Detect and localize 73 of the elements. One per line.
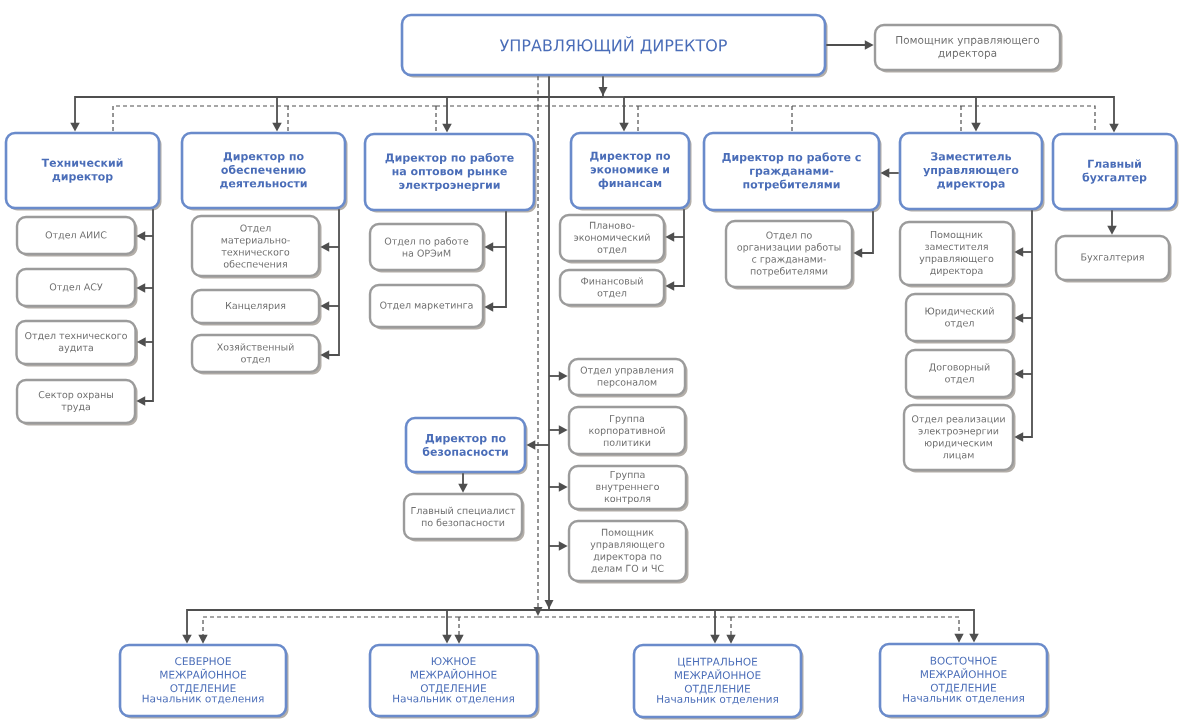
unit-box: Группа внутреннего контроля — [567, 464, 689, 512]
title-box: УПРАВЛЯЮЩИЙ ДИРЕКТОР — [400, 13, 828, 78]
connector-line — [458, 616, 539, 618]
unit-box: Финансовый отдел — [558, 268, 667, 308]
connector-line — [548, 444, 550, 488]
unit-box: Отдел маркетинга — [368, 283, 486, 330]
unit-box: Помощник управляющего директора — [873, 23, 1063, 73]
unit-box: Отдел по работе на ОРЭиМ — [368, 222, 486, 273]
connector-line — [435, 105, 437, 134]
unit-box: Отдел реализации электроэнергии юридическим лицам — [902, 403, 1016, 473]
arrow — [544, 545, 554, 611]
unit-box: Помощник заместителя управляющего директора — [898, 220, 1016, 288]
connector-line — [287, 105, 437, 107]
connector-line — [548, 429, 550, 446]
connector-line — [548, 609, 716, 611]
connector-line — [548, 486, 550, 547]
arrow — [598, 75, 608, 98]
unit-box: Канцелярия — [190, 288, 322, 326]
connector-line — [548, 75, 550, 377]
connector-line — [602, 96, 625, 98]
unit-box: Договорный отдел — [904, 348, 1016, 400]
connector-line — [537, 75, 539, 107]
connector-line — [435, 105, 539, 107]
connector-line — [791, 105, 793, 133]
connector-line — [338, 246, 340, 307]
connector-line — [446, 96, 604, 98]
director-box: Директор по экономике и финансам — [569, 131, 692, 211]
division-box: ЮЖНОЕ МЕЖРАЙОННОЕ ОТДЕЛЕНИЕ Начальник отделения — [368, 643, 540, 719]
director-box: Директор по работе с гражданами-потребителями — [702, 131, 882, 213]
unit-box: Отдел технического аудита — [15, 319, 138, 367]
connector-line — [1031, 251, 1033, 319]
connector-line — [338, 208, 340, 248]
unit-box: Сектор охраны труда — [15, 378, 138, 426]
connector-line — [446, 609, 550, 611]
connector-line — [152, 287, 154, 343]
unit-box: Хозяйственный отдел — [190, 333, 322, 375]
unit-box: Главный специалист по безопасности — [402, 492, 525, 542]
connector-line — [287, 105, 289, 133]
connector-line — [537, 105, 639, 107]
connector-line — [1031, 209, 1033, 253]
director-box: Технический директор — [4, 131, 162, 211]
connector-line — [637, 105, 639, 133]
director-box: Заместитель управляющего директора — [898, 131, 1045, 212]
unit-box: Отдел управления персоналом — [567, 357, 688, 398]
division-box: СЕВЕРНОЕ МЕЖРАЙОННОЕ ОТДЕЛЕНИЕ Начальник отделения — [118, 643, 289, 719]
unit-box: Отдел АСУ — [15, 267, 138, 309]
connector-line — [623, 96, 977, 98]
connector-line — [152, 235, 154, 289]
division-box: ВОСТОЧНОЕ МЕЖРАЙОННОЕ ОТДЕЛЕНИЕ Начальник отделения — [878, 642, 1050, 719]
unit-box: Отдел материально-технического обеспечения — [190, 214, 322, 279]
director-box: Главный бухгалтер — [1051, 132, 1179, 212]
unit-box: Бухгалтерия — [1054, 234, 1172, 283]
director-box: Директор по обеспечению деятельности — [180, 131, 348, 211]
unit-box: Отдел АИИС — [15, 215, 138, 257]
unit-box: Группа корпоративной политики — [567, 405, 688, 457]
connector-line — [1031, 317, 1033, 375]
division-box: ЦЕНТРАЛЬНОЕ МЕЖРАЙОННОЕ ОТДЕЛЕНИЕ Начальник отделения — [632, 643, 804, 720]
connector-line — [152, 208, 154, 237]
connector-line — [505, 210, 507, 248]
connector-line — [683, 208, 685, 238]
connector-line — [548, 375, 550, 431]
connector-line — [960, 105, 962, 133]
unit-box: Планово-экономический отдел — [558, 213, 667, 264]
unit-box: Юридический отдел — [904, 292, 1016, 344]
unit-box: Помощник управляющего директора по делам ГО и ЧС — [567, 519, 689, 584]
connector-line — [537, 616, 732, 618]
connector-line — [112, 105, 289, 133]
director-box: Директор по безопасности — [404, 416, 528, 475]
connector-line — [276, 96, 448, 98]
connector-line — [791, 105, 962, 107]
unit-box: Отдел по организации работы с гражданами-потребителями — [724, 219, 855, 290]
arrow — [533, 105, 543, 618]
director-box: Директор по работе на оптовом рынке электроэнергии — [363, 132, 537, 213]
